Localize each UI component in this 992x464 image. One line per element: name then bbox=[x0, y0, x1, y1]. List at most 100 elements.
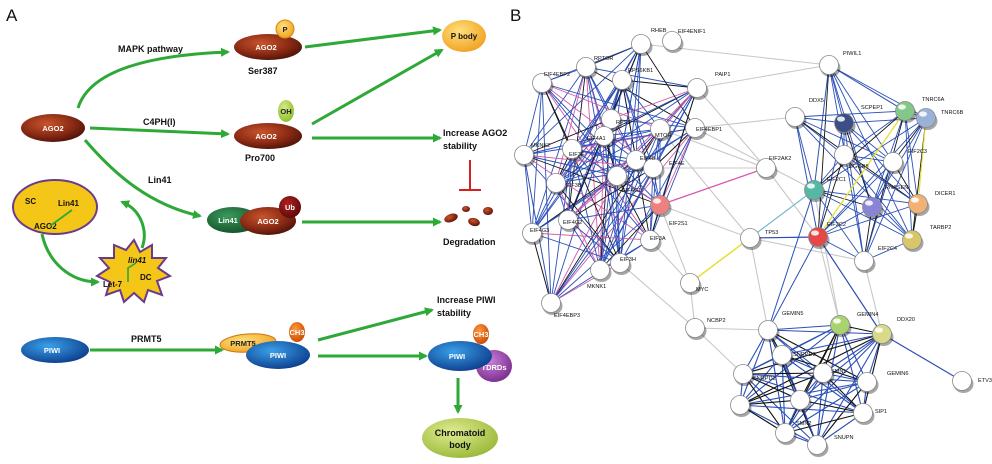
ubiquitin-badge-label: Ub bbox=[285, 203, 295, 212]
network-node bbox=[562, 139, 584, 161]
network-edge bbox=[784, 381, 868, 434]
network-edge bbox=[813, 189, 919, 205]
network-node-label: EIF3F bbox=[569, 152, 585, 158]
network-node-label: DGCR8 bbox=[849, 164, 869, 170]
network-node bbox=[650, 119, 672, 141]
network-edge bbox=[550, 87, 698, 304]
network-edge bbox=[862, 333, 883, 414]
network-node-label: MTOR bbox=[655, 133, 671, 139]
arrow-ohago2-to-pbody bbox=[311, 48, 444, 126]
network-edge bbox=[794, 116, 845, 156]
network-edge bbox=[567, 79, 623, 221]
network-node-label: SNRPD3 bbox=[793, 352, 816, 358]
network-edge bbox=[694, 327, 769, 331]
network-node-label: PIWIL1 bbox=[843, 51, 861, 57]
arrow-mpiwi-to-piwistability bbox=[317, 307, 434, 342]
network-edge bbox=[794, 116, 815, 191]
network-edge bbox=[817, 117, 927, 238]
network-node bbox=[640, 230, 662, 252]
increase-piwi-label-line2: stability bbox=[437, 308, 471, 318]
network-node bbox=[546, 173, 568, 195]
dc-label: DC bbox=[140, 273, 152, 282]
network-edge bbox=[640, 43, 696, 129]
network-node-label: GEMIN5 bbox=[782, 311, 803, 317]
sc-ago2-label: AGO2 bbox=[34, 222, 57, 231]
network-edge bbox=[822, 333, 883, 374]
network-node bbox=[902, 230, 924, 252]
network-node-label: PAIP1 bbox=[715, 72, 730, 78]
network-node-label: SCPEP1 bbox=[861, 105, 883, 111]
network-node-label: EIF4EBP1 bbox=[696, 127, 722, 133]
prmt5-node-label: PRMT5 bbox=[230, 339, 255, 348]
inhibition-bar bbox=[459, 160, 481, 191]
network-node bbox=[790, 390, 812, 412]
piwi-node bbox=[21, 337, 89, 363]
network-node-label: RPS6KB1 bbox=[628, 68, 653, 74]
network-edge bbox=[555, 87, 698, 184]
panel-label-a: A bbox=[6, 6, 18, 25]
network-node bbox=[650, 195, 672, 217]
network-node-label: SNRPD2 bbox=[753, 376, 776, 382]
phosphate-badge-label: P bbox=[282, 25, 287, 34]
network-edge bbox=[739, 329, 769, 406]
network-edge bbox=[571, 148, 637, 161]
network-node bbox=[908, 194, 930, 216]
increase-ago2-label-line2: stability bbox=[443, 141, 477, 151]
tdrds-label: TDRDs bbox=[481, 363, 506, 372]
network-node bbox=[819, 55, 841, 77]
network-edge bbox=[571, 148, 651, 241]
network-edge bbox=[523, 154, 533, 234]
network-edge bbox=[659, 128, 767, 169]
network-node-label: TNRC6B bbox=[941, 110, 964, 116]
network-edge bbox=[610, 87, 698, 120]
network-node-label: EIF3H bbox=[620, 257, 636, 263]
network-node bbox=[643, 158, 665, 180]
network-node bbox=[756, 158, 778, 180]
network-node-label: EIF4B bbox=[640, 156, 656, 162]
network-edge bbox=[799, 381, 868, 401]
network-edge bbox=[694, 127, 815, 191]
network-node-label: TNRC6A bbox=[922, 97, 945, 103]
network-edge bbox=[689, 237, 751, 284]
network-node-label: EIF4G3 bbox=[530, 228, 549, 234]
p-body-node bbox=[442, 20, 486, 52]
network-node-label: ETV3 bbox=[978, 378, 992, 384]
network-node-label: TARBP2 bbox=[930, 225, 951, 231]
network-node-label: EIF4EBP3 bbox=[554, 313, 580, 319]
network-edge bbox=[813, 189, 841, 326]
network-node-label: EIF2C1 bbox=[827, 177, 846, 183]
arrow-lin41-loop bbox=[120, 200, 146, 249]
network-edge bbox=[817, 206, 873, 238]
network-edge bbox=[817, 122, 845, 238]
network-node bbox=[607, 166, 629, 188]
network-edge bbox=[781, 354, 786, 434]
network-edge bbox=[767, 329, 786, 434]
network-node-label: EIF4A1 bbox=[587, 136, 606, 142]
chromatoid-body-node bbox=[422, 418, 498, 458]
network-edge bbox=[813, 117, 927, 191]
network-edge bbox=[523, 154, 651, 241]
network-edge bbox=[767, 329, 824, 374]
network-edge bbox=[555, 182, 621, 264]
network-node-label: SNUPN bbox=[834, 435, 854, 441]
network-edge bbox=[541, 82, 552, 304]
network-edge bbox=[904, 110, 919, 205]
network-edge bbox=[799, 333, 883, 401]
network-node bbox=[733, 364, 755, 386]
phosphate-badge bbox=[275, 19, 295, 39]
network-node-label: TP53 bbox=[765, 230, 778, 236]
ch3-badge-1-label: CH3 bbox=[289, 328, 304, 337]
network-node bbox=[883, 152, 905, 174]
chromatoid-label-line2: body bbox=[449, 440, 471, 450]
network-node bbox=[730, 395, 752, 417]
network-node bbox=[522, 223, 544, 245]
network-edge bbox=[839, 324, 868, 383]
dc-lin41-label: lin41 bbox=[128, 256, 147, 265]
prmt5-arrow-label: PRMT5 bbox=[131, 334, 162, 344]
network-node bbox=[594, 126, 616, 148]
pro700-label: Pro700 bbox=[245, 153, 275, 163]
network-edge bbox=[816, 381, 868, 446]
network-edge bbox=[523, 154, 661, 206]
network-node bbox=[514, 145, 536, 167]
network-edge bbox=[550, 175, 618, 304]
